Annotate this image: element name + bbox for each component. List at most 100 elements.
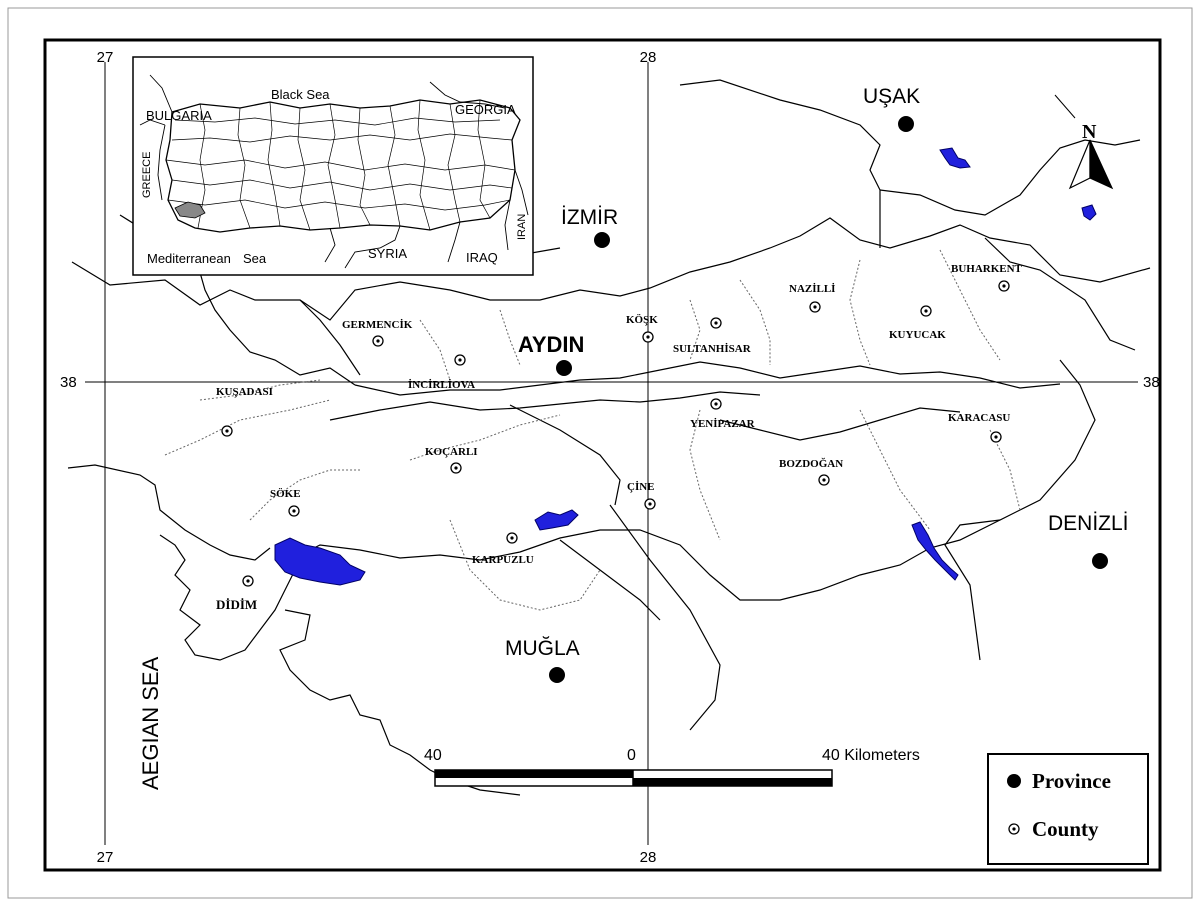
inset-map: Black Sea BULGARIA GEORGIA GREECE IRAN M…	[132, 56, 534, 276]
river-cine	[509, 404, 621, 506]
legend-box	[987, 753, 1149, 865]
river-buyuk-menderes	[354, 361, 1061, 396]
scale-bar-left-label: 40	[424, 747, 442, 764]
county-label-germencik: GERMENCİK	[342, 319, 413, 331]
inset-label-iraq: IRAQ	[466, 250, 498, 265]
legend-county-label: County	[1032, 817, 1099, 841]
province-markers: UŞAK İZMİR AYDIN DENİZLİ MUĞLA	[505, 85, 1129, 683]
north-arrow-label: N	[1082, 121, 1097, 143]
water-bodies	[274, 147, 1097, 586]
river-akcay	[719, 407, 961, 441]
lon-label-bottom-27: 27	[97, 849, 114, 866]
county-label-karpuzlu: KARPUZLU	[472, 554, 534, 566]
scale-bar-segment-2	[633, 778, 832, 786]
didim-peninsula	[159, 534, 296, 661]
province-dot-aydin	[556, 360, 572, 376]
county-line-kusadasi-soke	[164, 399, 331, 456]
province-label-aydin: AYDIN	[518, 332, 584, 357]
inset-label-mediterranean: Mediterranean	[147, 251, 231, 266]
boundary-izmir-aydin	[71, 217, 1151, 321]
province-dot-denizli	[1092, 553, 1108, 569]
inset-provinces	[165, 99, 516, 231]
lake-usak	[939, 147, 971, 169]
inset-borders	[139, 74, 529, 269]
lon-label-top-28: 28	[640, 49, 657, 66]
county-line-kusadasi	[199, 379, 321, 401]
county-label-cine: ÇİNE	[627, 481, 655, 493]
inset-label-syria: SYRIA	[368, 246, 407, 261]
province-dot-mugla	[549, 667, 565, 683]
province-label-izmir: İZMİR	[561, 206, 618, 229]
county-label-kocarli: KOÇARLI	[425, 446, 478, 458]
lake-bafa	[274, 537, 366, 586]
lake-cine	[534, 509, 579, 531]
boundary-usak-2	[879, 139, 1141, 216]
county-label-bozdogan: BOZDOĞAN	[779, 457, 843, 470]
north-arrow-right-half	[1089, 139, 1114, 190]
boundary-denizli-north	[984, 237, 1136, 351]
inset-label-iran: IRAN	[516, 214, 528, 240]
coast-west	[67, 464, 271, 561]
county-label-incirliova: İNCİRLİOVA	[408, 379, 475, 391]
inset-label-georgia: GEORGIA	[455, 102, 516, 117]
inset-label-greece: GREECE	[141, 152, 153, 198]
county-label-kosk: KÖŞK	[626, 313, 658, 326]
mugla-inner-line	[609, 504, 721, 731]
county-line-kocarli	[409, 414, 561, 461]
graticule	[85, 62, 1138, 845]
county-label-buharkent: BUHARKENT	[951, 263, 1023, 275]
mugla-coast	[279, 609, 451, 781]
mugla-line-2	[559, 539, 661, 621]
scale-bar-segment-1	[435, 770, 633, 778]
county-label-sultanhisar: SULTANHİSAR	[673, 343, 752, 355]
county-markers: GERMENCİK İNCİRLİOVA KÖŞK SULTANHİSAR NA…	[216, 263, 1023, 612]
county-label-didim: DİDİM	[216, 597, 257, 612]
county-line-yenipazar	[689, 409, 721, 541]
county-label-karacasu: KARACASU	[948, 412, 1010, 424]
county-label-soke: SÖKE	[270, 487, 301, 500]
inset-label-black-sea: Black Sea	[271, 87, 330, 102]
county-boundaries	[164, 249, 1021, 611]
legend-province-label: Province	[1032, 769, 1111, 793]
lon-label-top-27: 27	[97, 49, 114, 66]
river-north-tributary	[299, 299, 361, 376]
county-line-soke	[249, 469, 360, 521]
province-label-usak: UŞAK	[863, 85, 920, 108]
county-line-nazilli	[849, 259, 871, 366]
county-line-karpuzlu	[449, 519, 601, 611]
lon-label-bottom-28: 28	[640, 849, 657, 866]
province-dot-usak	[898, 116, 914, 132]
sea-label-aegean: AEGIAN SEA	[138, 656, 163, 790]
river-south-bank	[329, 391, 761, 421]
legend-province-symbol	[1007, 774, 1021, 788]
province-dot-izmir	[594, 232, 610, 248]
legend: Province County	[987, 753, 1149, 865]
scale-bar-center-label: 0	[627, 747, 636, 764]
province-label-denizli: DENİZLİ	[1048, 512, 1129, 535]
county-label-kusadasi: KUŞADASI	[216, 386, 273, 398]
county-label-yenipazar: YENİPAZAR	[690, 418, 756, 430]
lat-label-left: 38	[60, 374, 77, 391]
inset-aydin-highlight	[174, 201, 206, 219]
north-arrow: N	[1054, 94, 1114, 190]
turkey-outline	[165, 99, 521, 233]
lat-label-right: 38	[1143, 374, 1160, 391]
county-line-karacasu	[989, 429, 1021, 511]
north-arrow-tick	[1054, 94, 1076, 119]
county-line-kosk	[689, 299, 701, 361]
scale-bar-right-label: 40 Kilometers	[822, 747, 920, 764]
county-line-incirliova	[499, 309, 521, 366]
county-line-sultanhisar	[739, 279, 771, 365]
lake-denizli	[911, 521, 959, 581]
inset-label-bulgaria: BULGARIA	[146, 108, 212, 123]
county-line-germencik	[419, 319, 451, 381]
boundary-usak-1	[679, 79, 881, 248]
lake-usak-2	[1081, 204, 1097, 221]
inset-label-sea: Sea	[243, 251, 267, 266]
scale-bar: 40 0 40 Kilometers	[424, 747, 920, 787]
province-label-mugla: MUĞLA	[505, 637, 580, 660]
county-label-nazilli: NAZİLLİ	[789, 283, 835, 295]
county-label-kuyucak: KUYUCAK	[889, 329, 946, 341]
boundary-aydin-mugla	[289, 519, 1001, 601]
